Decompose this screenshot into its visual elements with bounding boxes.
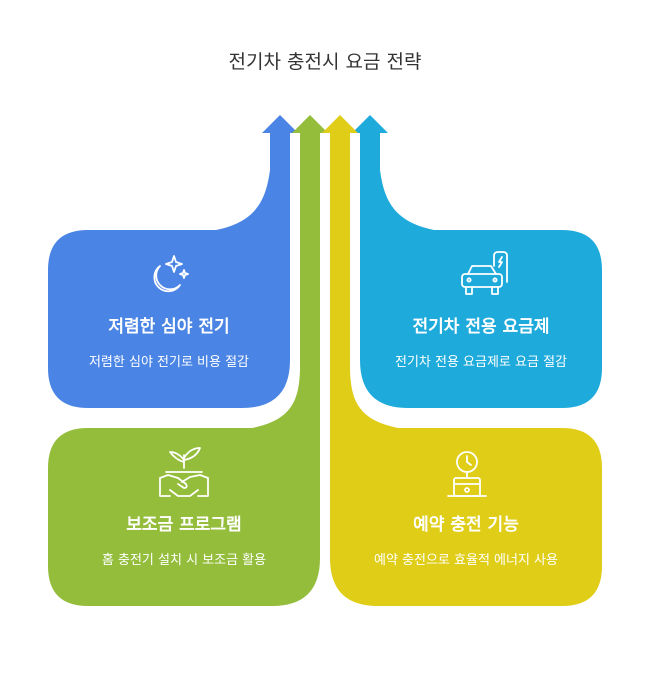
card-reserve-shape [322,115,602,606]
card-subsidy-title: 보조금 프로그램 [126,515,242,535]
moon-stars-icon [153,255,189,293]
card-ev-plan-desc: 전기차 전용 요금제로 요금 절감 [394,355,567,370]
card-night: 저렴한 심야 전기 저렴한 심야 전기로 비용 절감 [48,312,290,372]
card-subsidy-desc: 홈 충전기 설치 시 보조금 활용 [101,553,267,568]
card-night-desc: 저렴한 심야 전기로 비용 절감 [88,355,250,370]
card-subsidy: 보조금 프로그램 홈 충전기 설치 시 보조금 활용 [48,510,320,570]
card-night-title: 저렴한 심야 전기 [108,317,230,337]
card-ev-plan: 전기차 전용 요금제 전기차 전용 요금제로 요금 절감 [360,312,602,372]
card-reserve: 예약 충전 기능 예약 충전으로 효율적 에너지 사용 [330,510,602,570]
timer-scale-icon [447,451,487,497]
card-reserve-desc: 예약 충전으로 효율적 에너지 사용 [374,553,558,568]
handshake-sprout-icon [159,447,209,497]
card-ev-plan-shape [352,115,602,408]
card-subsidy-shape [48,115,328,606]
car-charger-icon [461,251,508,295]
card-ev-plan-title: 전기차 전용 요금제 [412,317,550,337]
card-reserve-title: 예약 충전 기능 [413,515,519,535]
diagram-title: 전기차 충전시 요금 전략 [228,51,422,73]
